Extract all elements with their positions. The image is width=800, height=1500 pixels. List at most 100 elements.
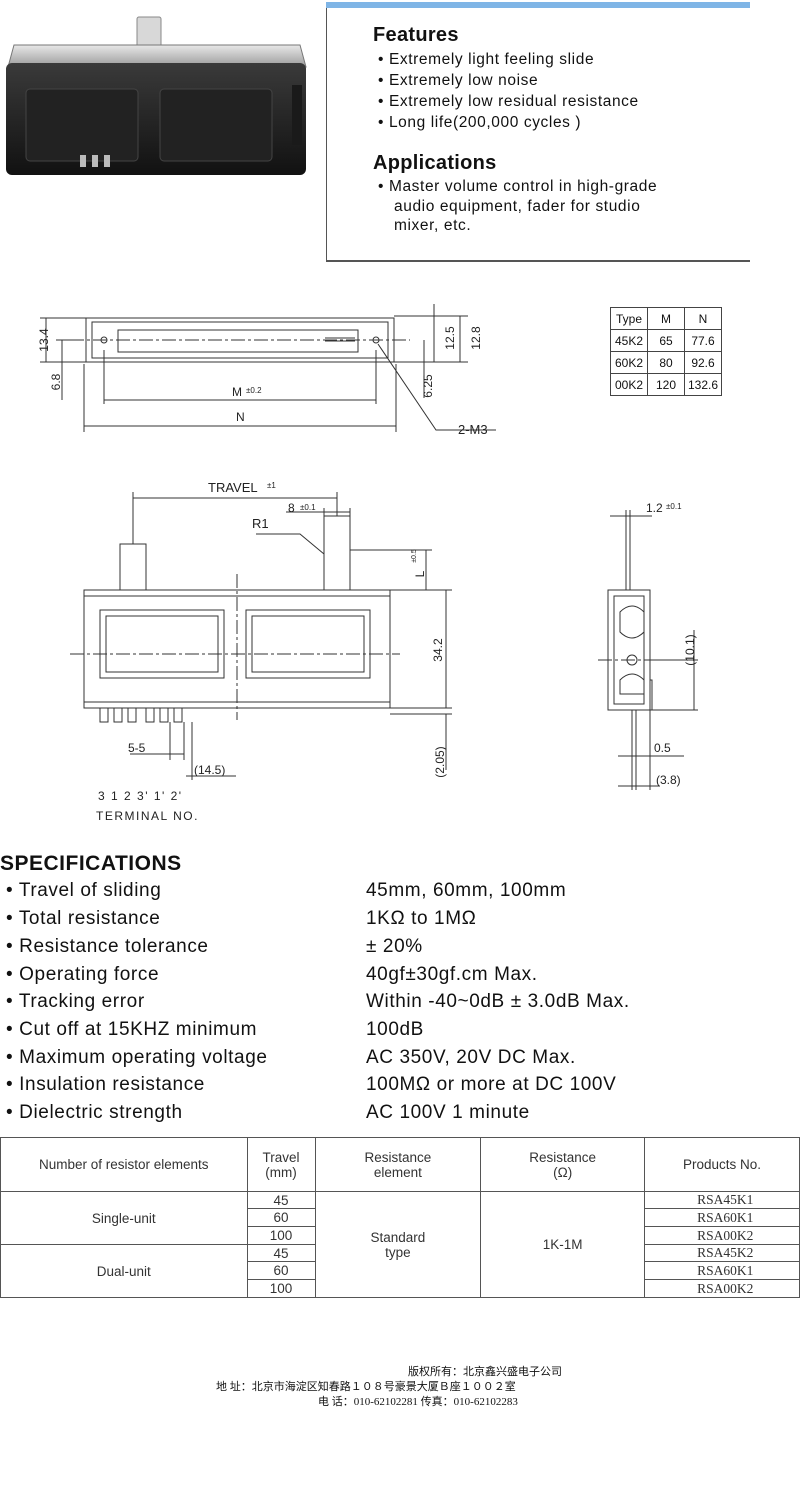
spec-value: 1KΩ to 1MΩ: [366, 908, 477, 929]
dim-5-5: 5-5: [128, 741, 146, 755]
table-header: Type: [610, 307, 648, 330]
table-header-row: Number of resistor elements Travel(mm) R…: [0, 1137, 800, 1192]
product-no-cell: RSA60K1: [644, 1261, 800, 1280]
product-no-cell: RSA45K2: [644, 1244, 800, 1262]
table-row: 60 RSA60K1: [1, 1261, 800, 1280]
dim-12-5: 12.5: [443, 326, 457, 350]
spec-label: Resistance tolerance: [19, 936, 209, 957]
feature-item: • Extremely light feeling slide: [378, 51, 595, 68]
table-cell: 60K2: [610, 351, 648, 374]
spec-value: 45mm, 60mm, 100mm: [366, 880, 567, 901]
product-no-cell: RSA45K1: [644, 1191, 800, 1209]
travel-cell: 100: [246, 1279, 316, 1298]
dim-m-tol: ±0.2: [246, 386, 262, 395]
specifications-title: SPECIFICATIONS: [0, 852, 182, 875]
dim-3-8: (3.8): [656, 773, 681, 787]
table-cell: 77.6: [684, 329, 722, 352]
spec-value: AC 350V, 20V DC Max.: [366, 1047, 576, 1068]
product-no-cell: RSA60K1: [644, 1208, 800, 1227]
dim-8: 8: [288, 501, 295, 515]
table-row: 45K2 65 77.6: [610, 329, 722, 352]
table-cell: 65: [647, 329, 685, 352]
dim-6-8: 6.8: [49, 373, 63, 390]
spec-row: • Cut off at 15KHZ minimum 100dB: [6, 1019, 424, 1040]
spec-row: • Resistance tolerance ± 20%: [6, 936, 423, 957]
spec-label: Cut off at 15KHZ minimum: [19, 1019, 258, 1040]
footer-copyright: 版权所有：北京鑫兴盛电子公司: [408, 1366, 562, 1378]
table-row: 00K2 120 132.6: [610, 373, 722, 396]
travel-cell: 100: [246, 1226, 316, 1245]
top-view-drawing: 13.4 6.8 12.5 12.8 6.25 M ±0.2 N 2-M3: [37, 304, 496, 437]
table-header: M: [647, 307, 685, 330]
spec-row: • Maximum operating voltage AC 350V, 20V…: [6, 1047, 576, 1068]
spec-value: 40gf±30gf.cm Max.: [366, 964, 538, 985]
table-cell: 92.6: [684, 351, 722, 374]
table-row: 60K2 80 92.6: [610, 351, 722, 374]
spec-label: Total resistance: [18, 908, 161, 929]
dim-travel: TRAVEL: [208, 480, 258, 495]
features-heading: Features: [373, 24, 459, 46]
table-cell: 132.6: [684, 373, 722, 396]
travel-cell: 60: [246, 1208, 316, 1227]
application-line: mixer, etc.: [394, 217, 472, 234]
footer-address: 地 址：北京市海淀区知春路１０８号豪景大厦Ｂ座１００２室: [216, 1381, 516, 1393]
spec-label: Tracking error: [18, 991, 145, 1012]
front-view-drawing: TRAVEL ±1 8 ±0.1 R1 L ±0.5 34.2 (2.05) 5…: [70, 480, 452, 823]
spec-label: Dielectric strength: [19, 1102, 183, 1123]
spec-value: Within -40~0dB ± 3.0dB Max.: [366, 991, 630, 1012]
spec-row: • Operating force 40gf±30gf.cm Max.: [6, 964, 538, 985]
dim-n: N: [236, 410, 245, 424]
spec-row: • Total resistance 1KΩ to 1MΩ: [6, 908, 477, 929]
dim-1-2: 1.2: [646, 501, 663, 515]
spec-value: 100dB: [366, 1019, 424, 1040]
terminal-no-label: TERMINAL NO.: [96, 809, 199, 823]
features-panel: Features • Extremely light feeling slide…: [326, 2, 750, 262]
dim-6-25: 6.25: [421, 374, 435, 398]
dim-1-2-tol: ±0.1: [666, 502, 682, 511]
dim-2-05: (2.05): [433, 746, 447, 777]
spec-row: • Tracking error Within -40~0dB ± 3.0dB …: [6, 991, 630, 1012]
travel-cell: 45: [246, 1244, 316, 1262]
spec-value: ± 20%: [366, 936, 423, 957]
dim-8-tol: ±0.1: [300, 503, 316, 512]
dim-14-5: (14.5): [194, 763, 225, 777]
dim-13-4: 13.4: [37, 328, 51, 352]
header-elements: Number of resistor elements: [0, 1137, 248, 1192]
dim-l: L: [413, 570, 427, 577]
spec-row: • Insulation resistance 100MΩ or more at…: [6, 1074, 617, 1095]
spec-row: • Dielectric strength AC 100V 1 minute: [6, 1102, 530, 1123]
product-no-cell: RSA00K2: [644, 1226, 800, 1245]
dimension-table: Type M N 45K2 65 77.6 60K2 80 92.6 00K2 …: [610, 307, 722, 396]
spec-label: Travel of sliding: [18, 880, 162, 901]
terminal-numbers: 3 1 2 3' 1' 2': [98, 789, 183, 803]
feature-item: • Long life(200,000 cycles ): [378, 114, 582, 131]
product-no-cell: RSA00K2: [644, 1279, 800, 1298]
spec-value: 100MΩ or more at DC 100V: [366, 1074, 617, 1095]
spec-label: Maximum operating voltage: [19, 1047, 268, 1068]
spec-row: • Travel of sliding 45mm, 60mm, 100mm: [6, 880, 567, 901]
table-cell: 80: [647, 351, 685, 374]
dim-0-5: 0.5: [654, 741, 671, 755]
table-row: Type M N: [610, 307, 722, 330]
spec-value: AC 100V 1 minute: [366, 1102, 530, 1123]
feature-item: • Extremely low residual resistance: [378, 93, 639, 110]
table-row: Dual-unit 45 RSA45K2: [0, 1244, 800, 1298]
dim-34-2: 34.2: [431, 638, 445, 662]
header-resistance: Resistance(Ω): [480, 1137, 646, 1192]
product-photo: [0, 5, 312, 185]
feature-item: • Extremely low noise: [378, 72, 539, 89]
dim-travel-tol: ±1: [267, 481, 276, 490]
resistance-range-cell: 1K-1M: [480, 1191, 646, 1298]
panel-accent-bar: [326, 2, 750, 8]
dim-2-m3: 2-M3: [458, 422, 488, 437]
products-table: Number of resistor elements Travel(mm) R…: [0, 1137, 800, 1298]
table-cell: 45K2: [610, 329, 648, 352]
dim-12-8: 12.8: [469, 326, 483, 350]
table-cell: 00K2: [610, 373, 648, 396]
single-unit-cell: Single-unit: [0, 1191, 248, 1245]
spec-label: Operating force: [19, 964, 160, 985]
table-header: N: [684, 307, 722, 330]
